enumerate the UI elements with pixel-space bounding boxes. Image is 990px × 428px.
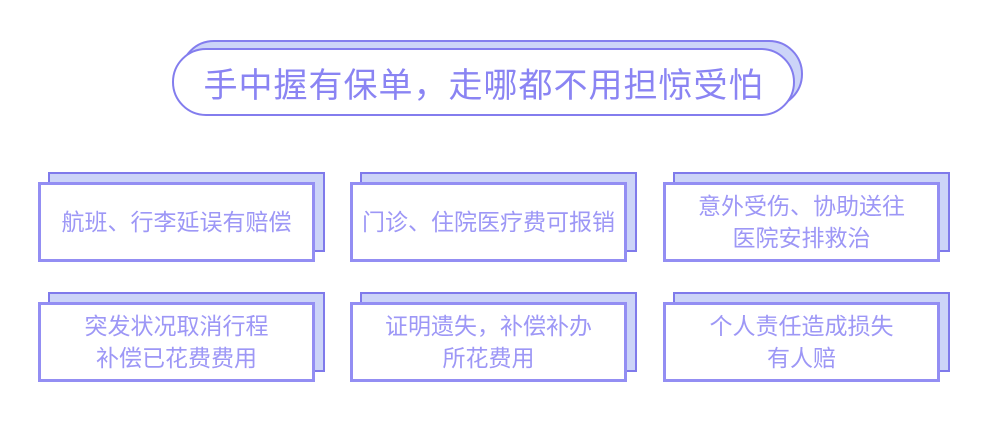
benefit-card-accident-rescue: 意外受伤、协助送往 医院安排救治 xyxy=(663,172,950,262)
card-text: 门诊、住院医疗费可报销 xyxy=(362,209,615,235)
benefit-card-document-loss: 证明遗失，补偿补办 所花费用 xyxy=(350,292,637,382)
page-title: 手中握有保单，走哪都不用担惊受怕 xyxy=(203,66,764,105)
card-text: 个人责任造成损失 有人赔 xyxy=(709,313,894,371)
card-face: 门诊、住院医疗费可报销 xyxy=(350,182,627,262)
benefit-card-flight-delay: 航班、行李延误有赔偿 xyxy=(38,172,325,262)
card-text: 突发状况取消行程 补偿已花费费用 xyxy=(84,313,269,371)
benefit-card-trip-cancellation: 突发状况取消行程 补偿已花费费用 xyxy=(38,292,325,382)
benefit-card-medical-reimbursement: 门诊、住院医疗费可报销 xyxy=(350,172,637,262)
card-text: 航班、行李延误有赔偿 xyxy=(61,209,292,235)
benefit-card-personal-liability: 个人责任造成损失 有人赔 xyxy=(663,292,950,382)
card-face: 证明遗失，补偿补办 所花费用 xyxy=(350,302,627,382)
card-face: 突发状况取消行程 补偿已花费费用 xyxy=(38,302,315,382)
card-text: 证明遗失，补偿补办 所花费用 xyxy=(385,313,592,371)
title-banner: 手中握有保单，走哪都不用担惊受怕 xyxy=(172,48,795,116)
card-text: 意外受伤、协助送往 医院安排救治 xyxy=(698,193,905,251)
card-face: 航班、行李延误有赔偿 xyxy=(38,182,315,262)
card-face: 意外受伤、协助送往 医院安排救治 xyxy=(663,182,940,262)
card-face: 个人责任造成损失 有人赔 xyxy=(663,302,940,382)
